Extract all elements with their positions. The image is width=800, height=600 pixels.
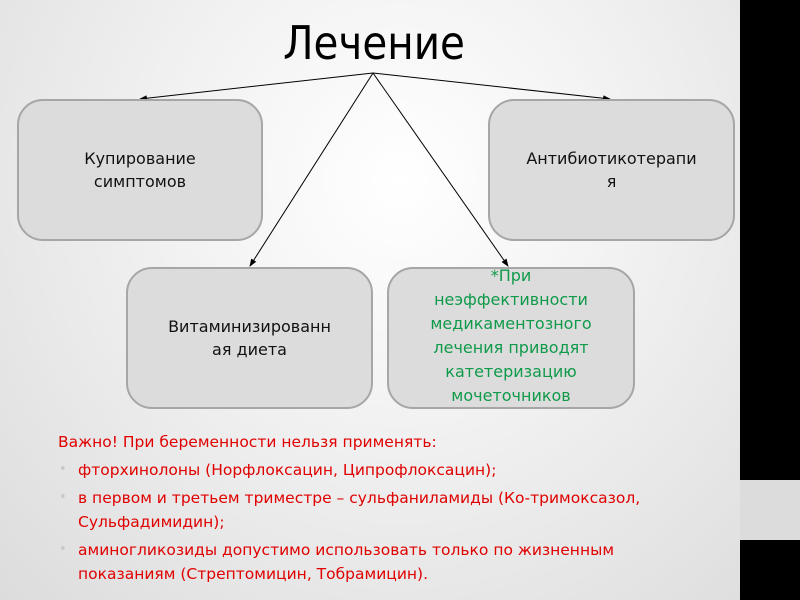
bullet-icon: • <box>59 490 67 505</box>
box-text-line: ая диета <box>212 340 287 359</box>
box-text-line: Витаминизированн <box>168 317 331 336</box>
warning-item-text: аминогликозиды допустимо использовать то… <box>78 541 615 583</box>
box-text-line: симптомов <box>93 172 187 191</box>
box-text-line: медикаментозного <box>430 314 592 333</box>
right-edge-gray-block <box>740 480 800 540</box>
box-antibiotic-therapy: Антибиотикотерапи я <box>488 99 735 241</box>
arrow-to-symptoms <box>139 72 374 102</box>
slide-title: Лечение <box>283 16 465 70</box>
warning-item: • аминогликозиды допустимо использовать … <box>58 538 658 586</box>
box-text-line: катетеризацию <box>445 362 577 381</box>
pregnancy-warning: Важно! При беременности нельзя применять… <box>58 430 658 590</box>
right-edge-black-bar-bottom <box>740 540 800 600</box>
arrow-to-antibiotics <box>372 72 611 102</box>
box-text-line: Антибиотикотерапи <box>526 149 697 168</box>
box-symptom-relief: Купирование симптомов <box>17 99 263 241</box>
warning-heading: Важно! При беременности нельзя применять… <box>58 433 437 451</box>
box-text-line: лечения приводят <box>433 338 589 357</box>
box-text-line: я <box>606 172 617 191</box>
box-text-line: Купирование <box>84 149 196 168</box>
right-edge-black-bar <box>740 0 800 480</box>
box-text-line: *При <box>490 266 532 285</box>
slide: Лечение Купирование симптомов Антибиотик… <box>17 16 735 590</box>
bullet-icon: • <box>59 542 67 557</box>
box-catheterization-note: *При неэффективности медикаментозного ле… <box>387 266 635 409</box>
box-vitamin-diet: Витаминизированн ая диета <box>126 267 373 409</box>
warning-item: • в первом и третьем триместре – сульфан… <box>58 486 658 534</box>
warning-item: • фторхинолоны (Норфлоксацин, Ципрофлокс… <box>58 458 658 482</box>
arrow-to-diet <box>249 72 374 267</box>
warning-list: • фторхинолоны (Норфлоксацин, Ципрофлокс… <box>58 458 658 586</box>
box-text-line: мочеточников <box>451 386 571 405</box>
box-text-line: неэффективности <box>434 290 588 309</box>
bullet-icon: • <box>59 462 67 477</box>
warning-item-text: фторхинолоны (Норфлоксацин, Ципрофлоксац… <box>78 461 497 479</box>
warning-item-text: в первом и третьем триместре – сульфанил… <box>78 489 641 531</box>
